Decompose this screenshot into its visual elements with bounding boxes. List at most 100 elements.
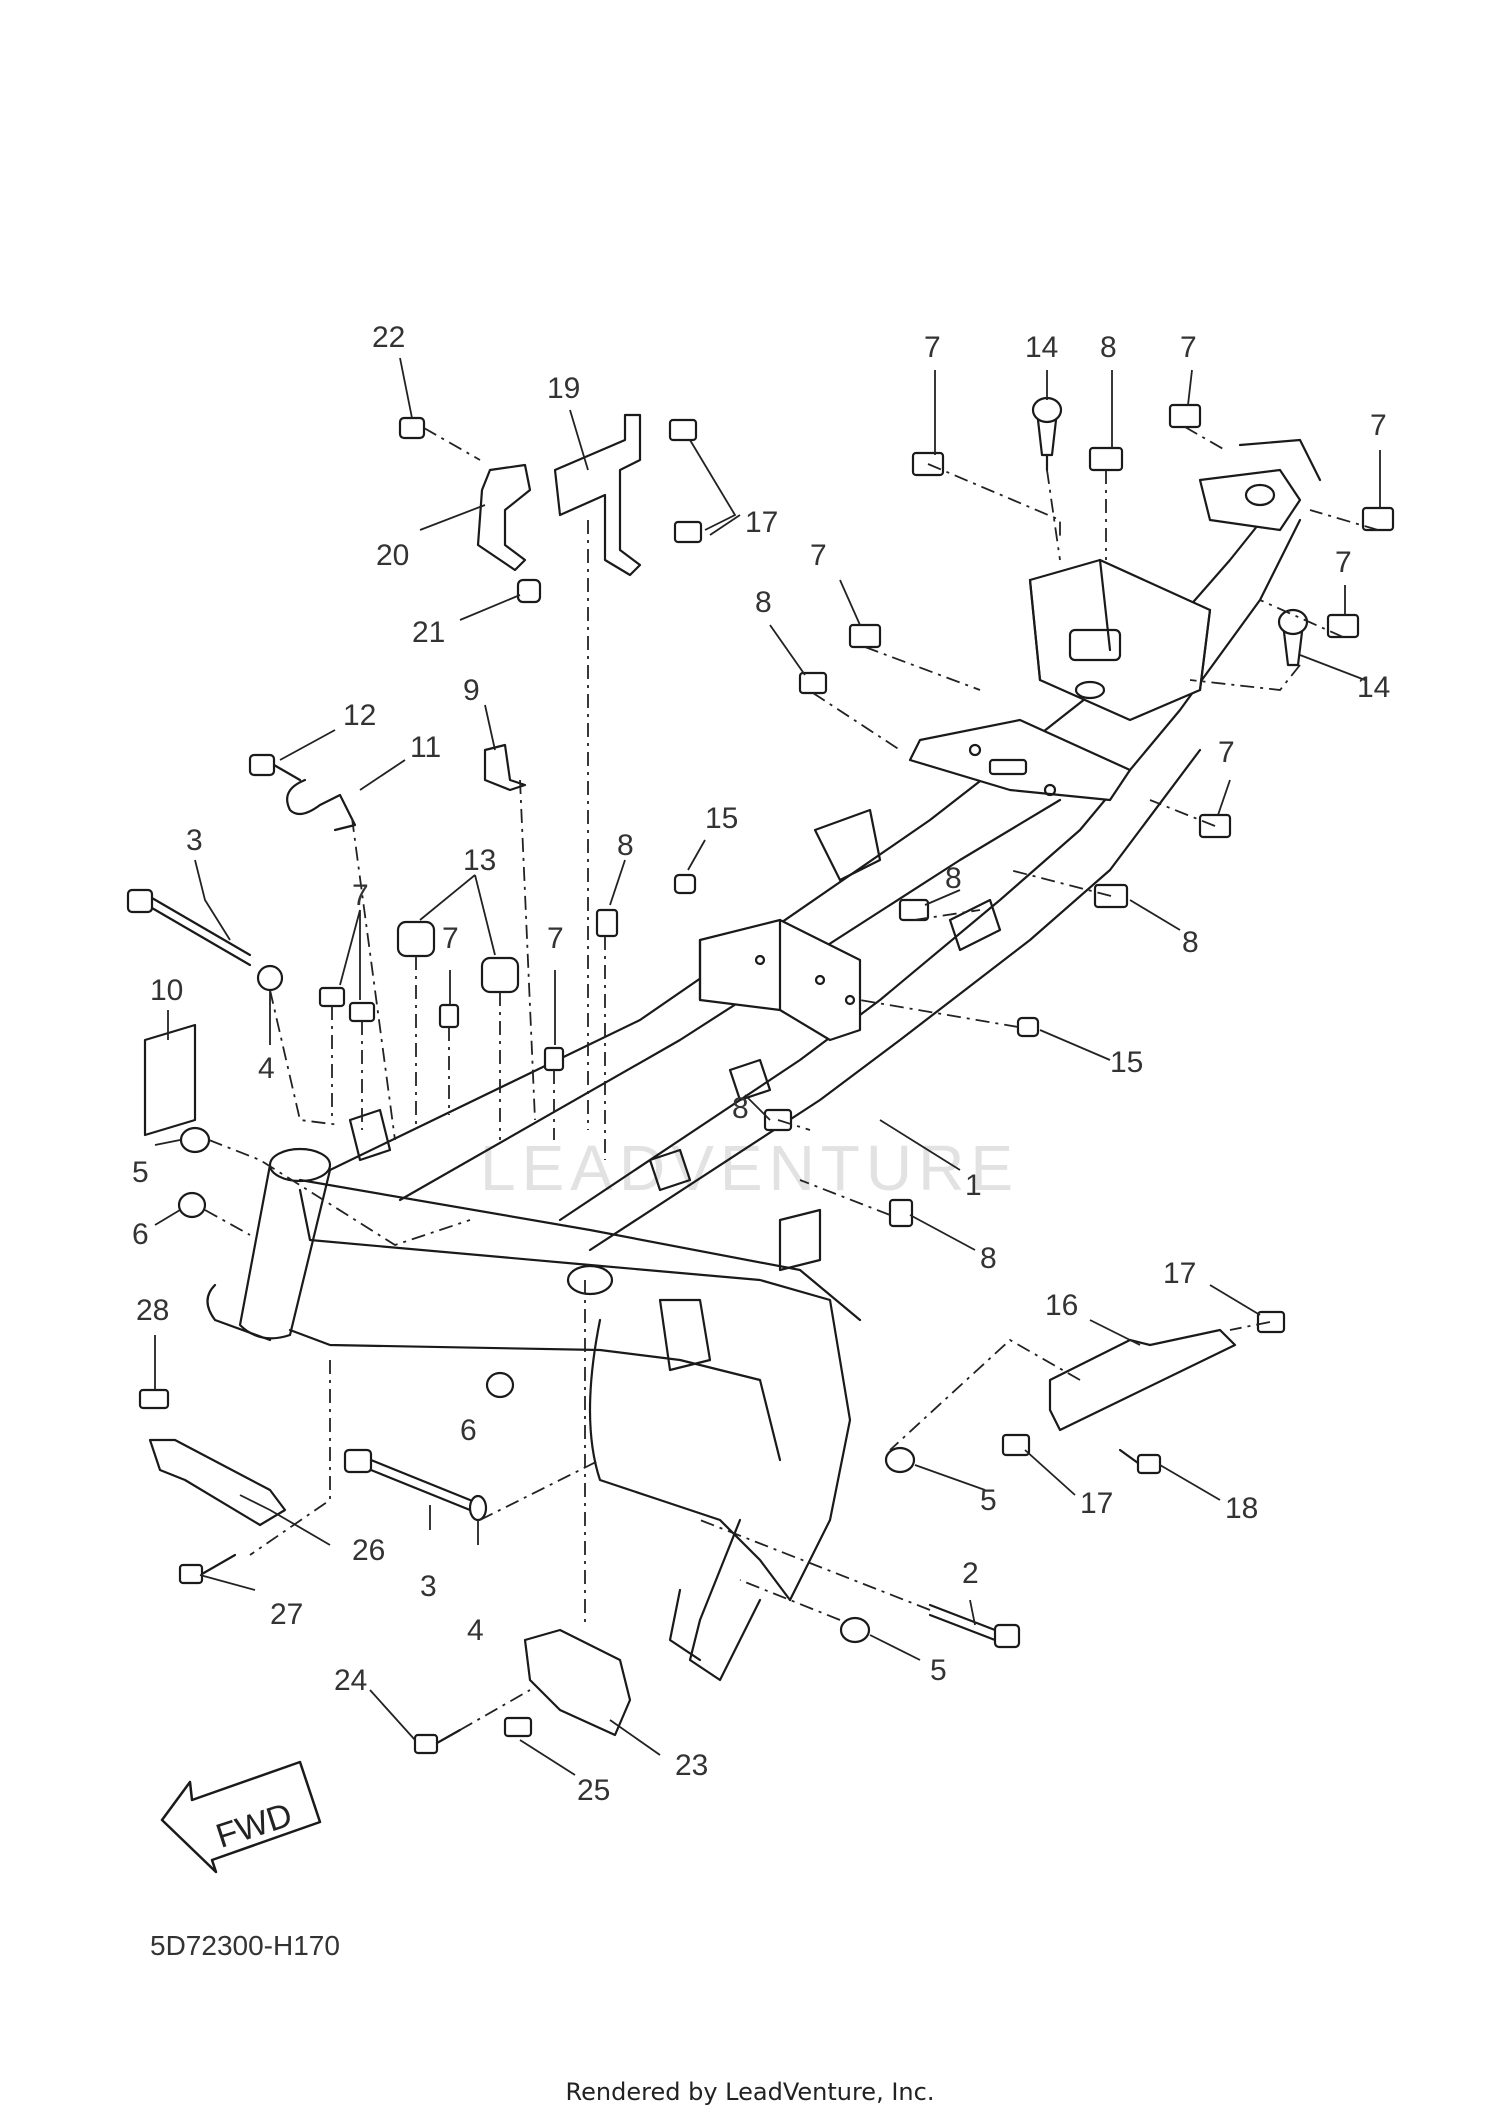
callout-7-right-mid: 7 <box>1335 546 1352 579</box>
callout-7-top-right: 7 <box>1180 331 1197 364</box>
callout-labels: 22 19 17 20 21 9 12 11 3 13 7 7 7 8 15 1… <box>132 321 1390 1807</box>
nut-part-7-left-a <box>318 986 346 1008</box>
diagram-code: 5D72300-H170 <box>150 1930 340 1961</box>
callout-7-a: 7 <box>352 879 369 912</box>
nut-part-5-right-lower <box>839 1616 871 1644</box>
nut-part-5-right-upper <box>884 1446 916 1474</box>
callout-9: 9 <box>463 674 480 707</box>
callout-27: 27 <box>270 1598 303 1631</box>
nut-part-7-left-b <box>348 1001 376 1023</box>
callout-20: 20 <box>376 539 409 572</box>
bolt-part-2 <box>928 1603 1021 1649</box>
forward-direction-indicator: FWD <box>160 1730 330 1880</box>
callout-17-right: 17 <box>1163 1257 1196 1290</box>
nut-part-8-r1 <box>1088 446 1124 472</box>
callout-8-lower-left: 8 <box>732 1092 749 1125</box>
grommet-part-15-left <box>673 873 697 895</box>
leader-lines <box>154 357 1381 1776</box>
callout-6-lower: 6 <box>460 1414 477 1447</box>
callout-17-upper: 17 <box>745 506 778 539</box>
bolt-part-3-upper <box>126 888 252 967</box>
callout-7-center: 7 <box>810 539 827 572</box>
cap-part-6-lower <box>485 1371 515 1399</box>
bolt-part-22 <box>398 416 426 440</box>
callout-13: 13 <box>463 844 496 877</box>
clamp-part-11 <box>286 778 357 832</box>
callout-2: 2 <box>962 1557 979 1590</box>
nut-part-7-left-c <box>438 1003 460 1029</box>
callout-4-lower: 4 <box>467 1614 484 1647</box>
callout-16: 16 <box>1045 1289 1078 1322</box>
callout-8-right: 8 <box>1182 926 1199 959</box>
callout-5-left: 5 <box>132 1156 149 1189</box>
callout-17-lower: 17 <box>1080 1487 1113 1520</box>
callout-7-far-right: 7 <box>1370 409 1387 442</box>
callout-4-upper: 4 <box>258 1052 275 1085</box>
collar-part-13-left <box>396 920 436 958</box>
callout-8-lower-right: 8 <box>980 1242 997 1275</box>
nut-part-6-left <box>177 1191 207 1219</box>
nut-part-28 <box>138 1388 170 1410</box>
washer-part-4-lower <box>468 1494 488 1522</box>
callout-8-top: 8 <box>1100 331 1117 364</box>
callout-3-lower: 3 <box>420 1570 437 1603</box>
nut-part-7-r2 <box>1168 403 1202 429</box>
callout-23: 23 <box>675 1749 708 1782</box>
collar-part-13-right <box>480 956 520 994</box>
callout-25: 25 <box>577 1774 610 1807</box>
nut-part-17-upper-b <box>673 520 703 544</box>
nut-part-17-upper-a <box>668 418 698 442</box>
callout-7-lower-right: 7 <box>1218 736 1235 769</box>
callout-24: 24 <box>334 1664 367 1697</box>
callout-12: 12 <box>343 699 376 732</box>
bolt-part-27 <box>178 1553 237 1585</box>
rubber-damper-part-14-upper <box>1031 396 1063 472</box>
nut-part-8-r2 <box>798 671 828 695</box>
clip-part-9 <box>483 743 527 792</box>
callout-3-upper: 3 <box>186 824 203 857</box>
nut-part-5-left <box>179 1126 211 1154</box>
nut-part-7-left-d <box>543 1046 565 1072</box>
callout-11: 11 <box>410 731 441 764</box>
nut-part-8-r3 <box>898 898 930 922</box>
callout-14-upper: 14 <box>1025 331 1058 364</box>
render-credit: Rendered by LeadVenture, Inc. <box>565 2078 935 2106</box>
nut-part-7-r4 <box>1326 613 1360 639</box>
watermark-text: LEADVENTURE <box>480 1132 1019 1204</box>
callout-7-c: 7 <box>547 922 564 955</box>
bracket-part-19 <box>553 413 642 577</box>
callout-19: 19 <box>547 372 580 405</box>
callout-7-top-left: 7 <box>924 331 941 364</box>
bracket-part-26 <box>148 1438 287 1527</box>
callout-8-mid: 8 <box>945 862 962 895</box>
callout-18: 18 <box>1225 1492 1258 1525</box>
rubber-damper-part-14-lower <box>1277 608 1309 667</box>
callout-5-right-lower: 5 <box>930 1654 947 1687</box>
callout-15-right: 15 <box>1110 1046 1143 1079</box>
bracket-part-23 <box>523 1628 632 1737</box>
callout-10: 10 <box>150 974 183 1007</box>
callout-8-center: 8 <box>755 586 772 619</box>
nut-part-25 <box>503 1716 533 1738</box>
nut-part-7-r5 <box>848 623 882 649</box>
clip-part-8-left <box>595 908 619 938</box>
nut-part-8-r6 <box>888 1198 914 1228</box>
fwd-arrow-icon: FWD <box>160 1760 322 1874</box>
bolt-part-24 <box>413 1728 462 1755</box>
nut-part-17-lower-right <box>1001 1433 1031 1457</box>
label-part-10 <box>143 1023 197 1137</box>
washer-part-4-upper <box>256 964 284 992</box>
nut-part-17-upper-right <box>1256 1310 1286 1334</box>
bolt-part-12 <box>248 753 302 782</box>
callout-15-left: 15 <box>705 802 738 835</box>
callout-5-right-upper: 5 <box>980 1484 997 1517</box>
grommet-part-15-right <box>1016 1016 1040 1038</box>
callout-28: 28 <box>136 1294 169 1327</box>
callout-8-a: 8 <box>617 829 634 862</box>
callout-7-b: 7 <box>442 922 459 955</box>
bracket-part-20 <box>476 463 532 572</box>
callout-1: 1 <box>965 1169 982 1202</box>
callout-6-left: 6 <box>132 1218 149 1251</box>
